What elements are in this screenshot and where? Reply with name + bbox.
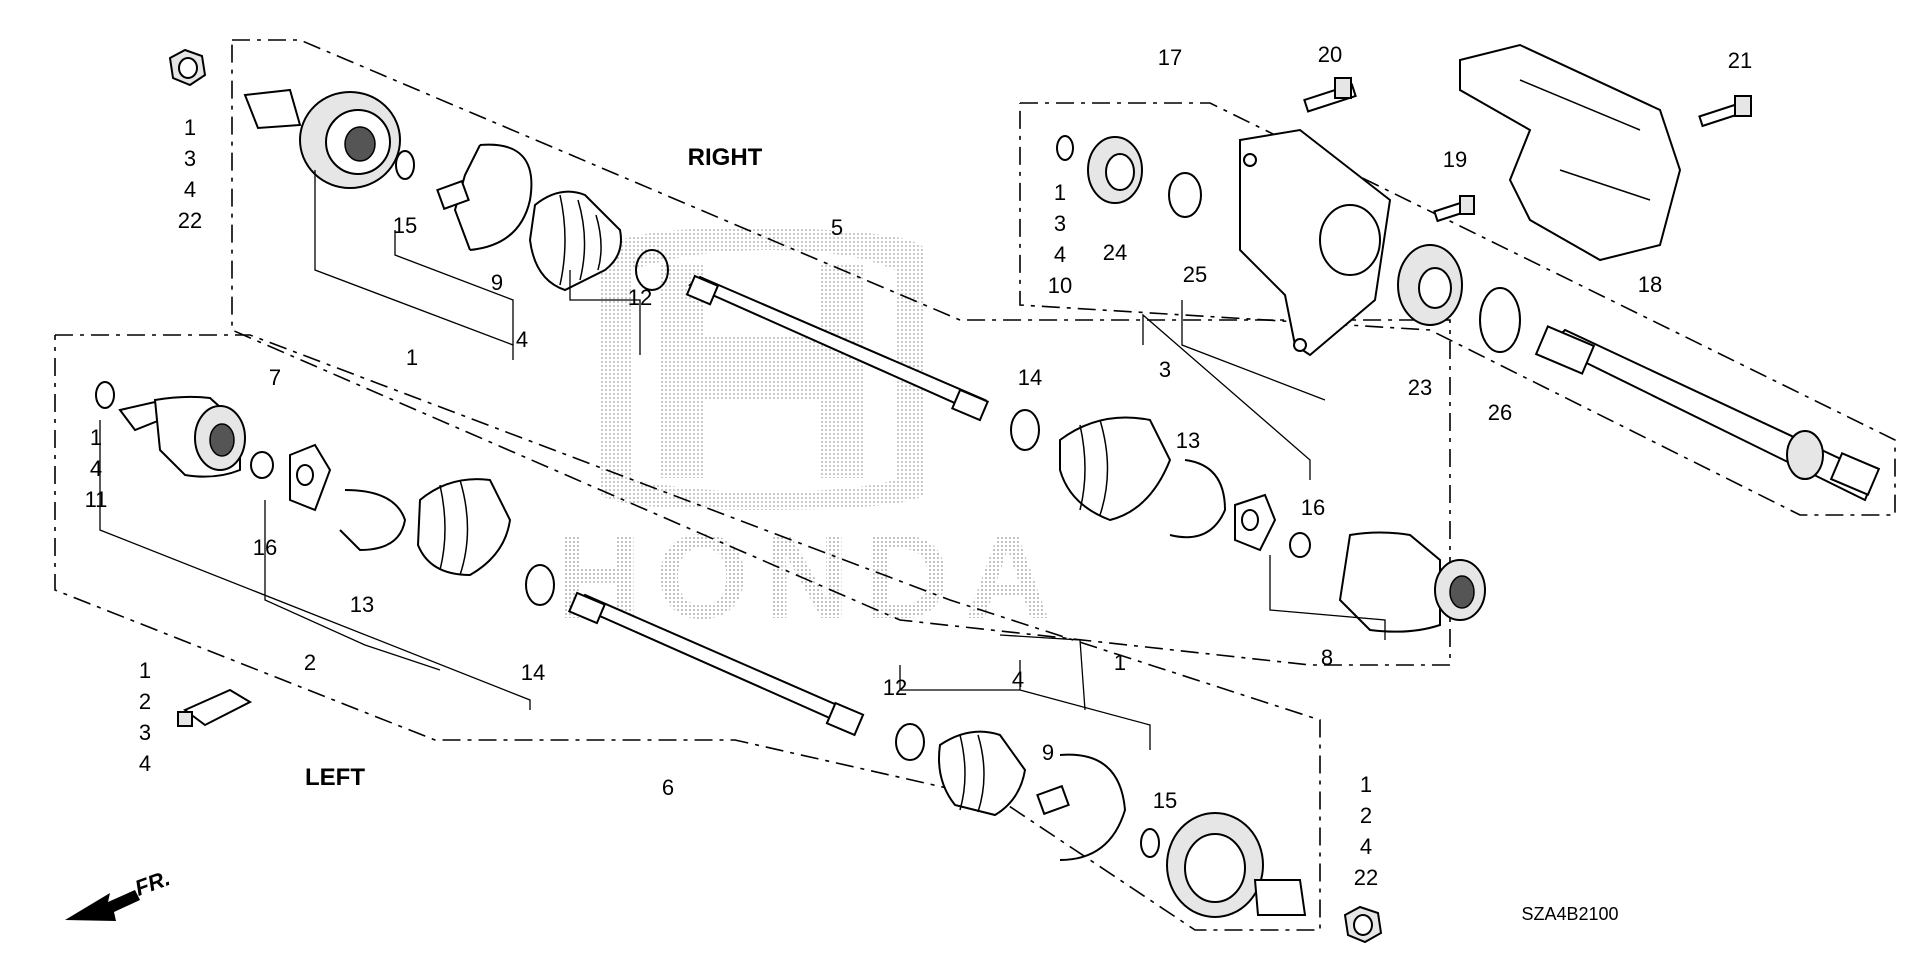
- bearing-icon: [1087, 136, 1143, 204]
- callout-20: 20: [1318, 42, 1342, 67]
- leader-lines: [99, 170, 1386, 750]
- washer-icon: [1289, 532, 1311, 558]
- callout-4a: 4: [516, 327, 528, 352]
- circlip-icon: [1479, 287, 1521, 353]
- outline-left-shaft: [54, 334, 1321, 931]
- boot-band-icon: [1169, 459, 1227, 539]
- right-driveshaft-parts: [168, 48, 1486, 633]
- front-arrow-icon: FR.: [65, 865, 173, 921]
- callout-1a: 1: [406, 345, 418, 370]
- callout-18: 18: [1638, 272, 1662, 297]
- callout-4b: 4: [1012, 667, 1024, 692]
- right-side-label: RIGHT: [688, 144, 763, 171]
- callout-8: 8: [1321, 645, 1333, 670]
- tripod-spider-icon: [289, 443, 332, 512]
- callout-3: 3: [1159, 357, 1171, 382]
- callout-16a: 16: [1301, 495, 1325, 520]
- callout-12b: 12: [883, 675, 907, 700]
- intermediate-shaft-parts: [1056, 43, 1881, 502]
- callout-15b: 15: [1153, 788, 1177, 813]
- snap-ring-icon: [1140, 828, 1160, 858]
- heat-shield-icon: [1459, 43, 1682, 262]
- callout-19: 19: [1443, 147, 1467, 172]
- circlip-icon: [95, 381, 115, 409]
- bolt-icon: [1303, 77, 1357, 113]
- callout-15a: 15: [393, 213, 417, 238]
- callout-9b: 9: [1042, 740, 1054, 765]
- callout-17: 17: [1158, 45, 1182, 70]
- inboard-boot-icon: [1059, 416, 1172, 522]
- small-clamp-icon: [895, 723, 925, 761]
- callout-26: 26: [1488, 400, 1512, 425]
- front-arrow-label: FR.: [132, 865, 174, 901]
- boot-band-icon: [339, 489, 407, 552]
- small-clamp-icon: [635, 249, 669, 291]
- left-side-label: LEFT: [305, 764, 365, 791]
- callout-16b: 16: [253, 535, 277, 560]
- callout-13a: 13: [1176, 428, 1200, 453]
- callout-14b: 14: [521, 660, 545, 685]
- callout-6: 6: [662, 775, 674, 800]
- flange-nut-icon: [1343, 905, 1383, 944]
- callout-12a: 12: [628, 285, 652, 310]
- left-shaft-icon: [567, 591, 865, 737]
- group-outlines: [54, 39, 1896, 931]
- left-driveshaft-parts: [95, 381, 1383, 944]
- intermediate-shaft-icon: [1534, 325, 1881, 502]
- bolt-icon: [1433, 195, 1475, 223]
- callout-1b: 1: [1114, 650, 1126, 675]
- callout-9a: 9: [491, 270, 503, 295]
- outline-intermediate: [1019, 102, 1896, 516]
- outboard-joint-icon: [243, 88, 401, 189]
- inboard-cup-icon: [1338, 531, 1486, 633]
- boot-icon: [938, 730, 1027, 817]
- tripod-spider-icon: [1234, 493, 1277, 552]
- bearing-support-icon: [1239, 128, 1392, 357]
- callout-23: 23: [1408, 375, 1432, 400]
- callout-24: 24: [1103, 240, 1127, 265]
- callout-21: 21: [1728, 48, 1752, 73]
- flange-nut-icon: [168, 48, 207, 87]
- outboard-joint-icon: [1166, 812, 1307, 918]
- circlip-icon: [1056, 135, 1074, 161]
- inboard-cup-icon: [118, 395, 246, 478]
- bolt-icon: [1698, 95, 1752, 128]
- small-clamp-icon: [525, 564, 555, 606]
- small-clamp-icon: [1010, 409, 1040, 451]
- callout-25: 25: [1183, 262, 1207, 287]
- washer-icon: [250, 451, 274, 479]
- right-shaft-icon: [685, 274, 990, 422]
- boot-band-icon: [1036, 753, 1127, 861]
- boot-band-icon: [436, 143, 533, 251]
- callout-13b: 13: [350, 592, 374, 617]
- bearing-icon: [1397, 244, 1463, 326]
- callout-5: 5: [831, 215, 843, 240]
- snap-ring-icon: [395, 150, 415, 180]
- inboard-boot-icon: [416, 478, 512, 577]
- callout-14a: 14: [1018, 365, 1042, 390]
- diagram-code: SZA4B2100: [1521, 904, 1618, 924]
- boot-icon: [528, 190, 622, 292]
- grease-tube-icon: [177, 688, 253, 727]
- callout-2: 2: [304, 650, 316, 675]
- snap-ring-icon: [1168, 172, 1202, 218]
- callout-7: 7: [269, 365, 281, 390]
